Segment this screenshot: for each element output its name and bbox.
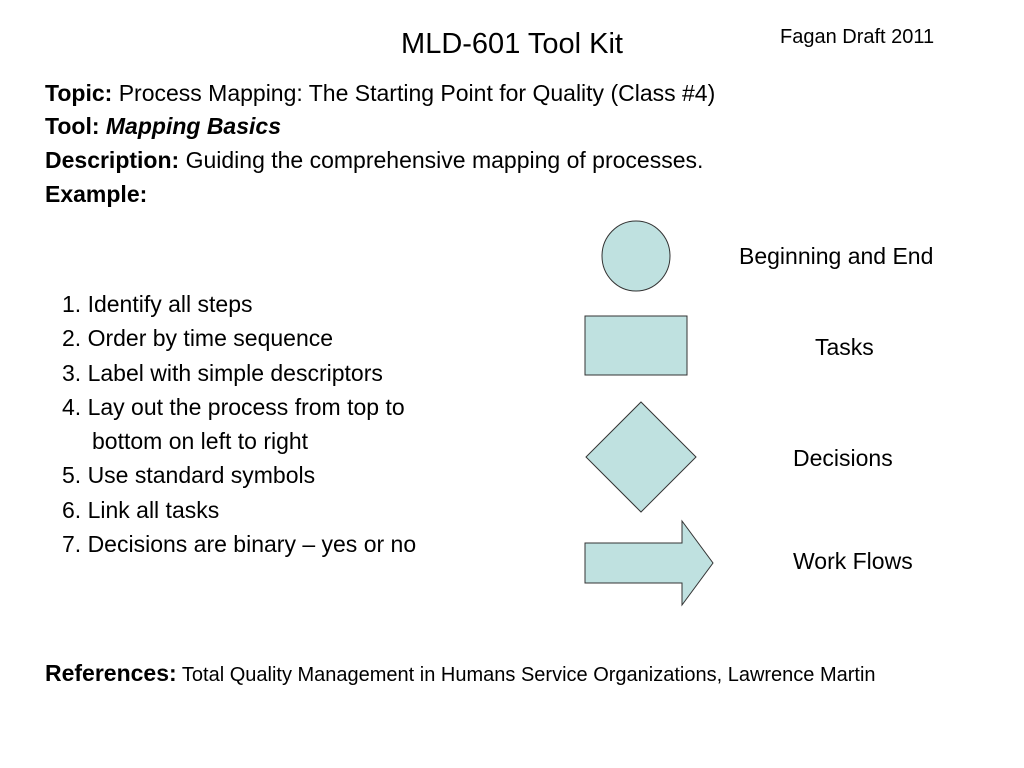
page-title: MLD-601 Tool Kit bbox=[401, 28, 623, 60]
list-item: 5. Use standard symbols bbox=[62, 462, 316, 489]
list-item: 6. Link all tasks bbox=[62, 496, 220, 523]
description-line: Description: Guiding the comprehensive m… bbox=[45, 147, 703, 174]
example-label: Example: bbox=[45, 181, 148, 207]
circle-label: Beginning and End bbox=[739, 243, 934, 269]
list-item: bottom on left to right bbox=[92, 428, 309, 455]
tool-line: Tool: Mapping Basics bbox=[45, 113, 281, 140]
list-item: 1. Identify all steps bbox=[62, 291, 253, 317]
description-value: Guiding the comprehensive mapping of pro… bbox=[185, 147, 704, 173]
diamond-label: Decisions bbox=[793, 445, 893, 471]
tool-value: Mapping Basics bbox=[105, 113, 281, 139]
list-item: 4. Lay out the process from top to bbox=[62, 393, 405, 420]
topic-line: Topic: Process Mapping: The Starting Poi… bbox=[45, 80, 715, 107]
references-text: Total Quality Management in Humans Servi… bbox=[181, 664, 876, 686]
circle-symbol-icon bbox=[601, 220, 671, 292]
tool-label: Tool: bbox=[45, 113, 100, 139]
diamond-symbol-icon bbox=[585, 401, 697, 513]
references-label: References: bbox=[45, 660, 177, 686]
list-item: 7. Decisions are binary – yes or no bbox=[62, 531, 417, 558]
description-label: Description: bbox=[45, 147, 180, 173]
arrow-symbol-icon bbox=[584, 519, 714, 607]
example-line: Example: bbox=[45, 181, 147, 208]
list-item: 2. Order by time sequence bbox=[62, 325, 334, 352]
rectangle-symbol-icon bbox=[584, 315, 688, 376]
steps-list: 1. Identify all steps 2. Order by time s… bbox=[62, 287, 416, 561]
arrow-label: Work Flows bbox=[793, 548, 913, 574]
topic-label: Topic: bbox=[45, 80, 113, 106]
list-item: 3. Label with simple descriptors bbox=[62, 359, 383, 386]
references: References: Total Quality Management in … bbox=[45, 657, 975, 691]
topic-value: Process Mapping: The Starting Point for … bbox=[118, 80, 716, 106]
rect-label: Tasks bbox=[815, 334, 874, 360]
draft-note: Fagan Draft 2011 bbox=[780, 26, 935, 48]
